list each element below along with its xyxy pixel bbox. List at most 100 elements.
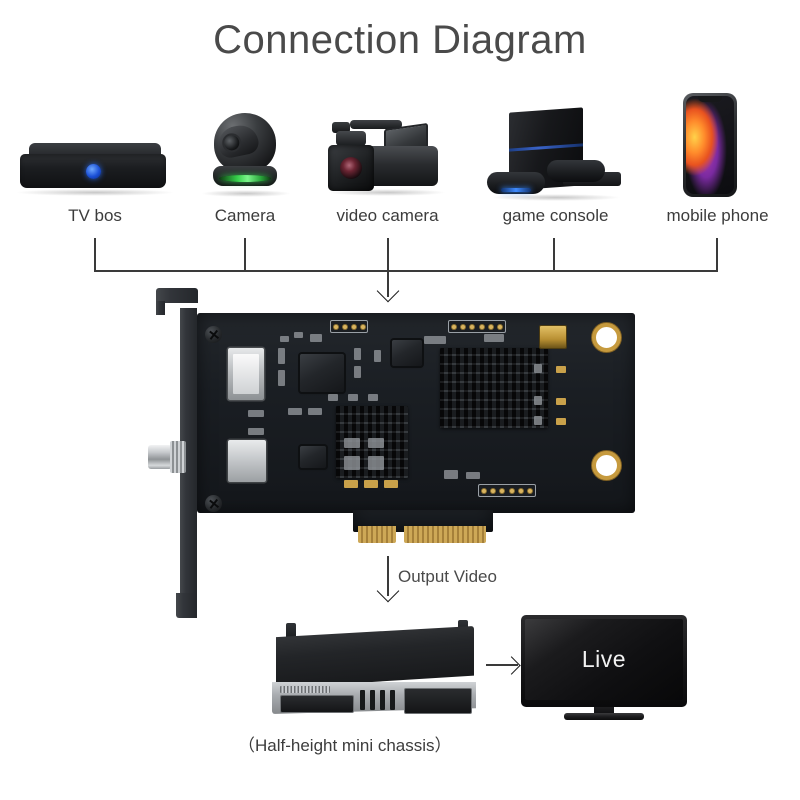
smd-component: [278, 370, 285, 386]
camera-shadow: [201, 190, 291, 197]
phone-notch-icon: [698, 96, 722, 102]
smd-gold-pad: [556, 398, 566, 405]
device-mobile-phone: [683, 93, 743, 201]
output-arrow-shaft: [387, 556, 389, 596]
smd-component: [294, 332, 303, 338]
pin-header-top-right: [448, 320, 506, 333]
console-shadow: [491, 194, 621, 201]
chassis-caption: （Half-height mini chassis）: [238, 736, 452, 755]
bnc-connector: [148, 445, 172, 469]
camera-lens-icon: [222, 133, 241, 152]
tv-box-shadow: [15, 189, 175, 196]
header-pin: [333, 324, 338, 329]
chassis-expansion-slot: [360, 690, 365, 710]
secondary-chip: [300, 446, 326, 468]
phone-frame: [683, 93, 737, 197]
header-pin: [351, 324, 356, 329]
device-label-tv-box: TV bos: [68, 206, 122, 225]
camera-dome: [214, 113, 276, 173]
page-title: Connection Diagram: [213, 18, 587, 62]
connector-line-camera: [244, 238, 246, 271]
television: Live: [521, 615, 691, 720]
connector-bus-line: [94, 270, 718, 272]
smd-component: [348, 394, 358, 401]
mounting-hole-top-right: [592, 323, 621, 352]
chassis-expansion-slot: [370, 690, 375, 710]
device-camcorder: [328, 113, 446, 201]
device-game-console: [487, 107, 627, 202]
smd-gold-pad: [344, 480, 358, 488]
hdmi-port-opening: [233, 354, 259, 394]
smd-component: [374, 350, 381, 362]
card-bracket: [180, 308, 197, 618]
header-pin: [470, 324, 475, 329]
tv-screen: Live: [525, 619, 683, 700]
heatsink-right: [440, 348, 548, 428]
camera-status-led-icon: [219, 175, 271, 182]
tertiary-chip: [392, 340, 422, 366]
header-pin: [509, 488, 514, 493]
pin-header-bottom: [478, 484, 536, 497]
smd-gold-pad: [384, 480, 398, 488]
connector-line-mobile-phone: [716, 238, 718, 271]
chassis-rack-ear-left: [286, 623, 296, 641]
smd-component: [444, 470, 458, 479]
pcie-edge-connector-long: [404, 526, 486, 543]
main-controller-chip: [300, 354, 344, 392]
connector-line-video-camera: [387, 238, 389, 271]
camcorder-shadow: [328, 189, 446, 196]
tv-stand-base: [564, 713, 644, 720]
connector-line-game-console: [553, 238, 555, 271]
header-pin: [500, 488, 505, 493]
output-video-label: Output Video: [398, 567, 497, 586]
header-pin: [342, 324, 347, 329]
header-pin: [481, 488, 486, 493]
tv-live-text: Live: [581, 646, 627, 672]
camcorder-viewfinder: [336, 131, 366, 146]
smd-component: [310, 334, 322, 342]
header-pin: [451, 324, 456, 329]
smd-component: [368, 456, 384, 470]
header-pin: [528, 488, 533, 493]
header-pin: [460, 324, 465, 329]
input-arrow-shaft: [387, 270, 389, 297]
device-dome-camera: [201, 113, 291, 200]
gold-edge-connector: [540, 326, 566, 348]
camcorder-mic: [332, 122, 350, 133]
camcorder-lens-hood: [328, 145, 374, 191]
device-label-camera: Camera: [214, 206, 276, 225]
smd-component: [278, 348, 285, 364]
header-pin: [518, 488, 523, 493]
smd-component: [354, 348, 361, 360]
smd-component: [484, 334, 504, 342]
connector-line-tv-box: [94, 238, 96, 271]
camcorder-handle: [350, 120, 402, 129]
chassis-to-tv-arrow-shaft: [486, 664, 518, 666]
smd-component: [248, 428, 264, 435]
device-label-game-console: game console: [502, 206, 609, 225]
chassis-vent-grille: [280, 686, 330, 693]
pcie-edge-connector-short: [358, 526, 396, 543]
camcorder-lens-icon: [340, 157, 362, 179]
power-led-icon: [86, 164, 101, 179]
console-controller-front: [487, 172, 545, 194]
smd-component: [328, 394, 338, 401]
smd-component: [248, 410, 264, 417]
header-pin: [490, 488, 495, 493]
mounting-hole-bottom-right: [592, 451, 621, 480]
header-pin: [360, 324, 365, 329]
chassis-right-panel: [404, 688, 472, 714]
chassis-expansion-slot: [390, 690, 395, 710]
smd-component: [368, 438, 384, 448]
bracket-screw-bottom: [205, 495, 222, 512]
camera-visor: [215, 122, 261, 160]
bnc-knurled-nut: [170, 441, 186, 473]
device-tv-box: [15, 140, 175, 200]
smd-gold-pad: [556, 366, 566, 373]
smd-component: [466, 472, 480, 479]
mini-chassis: [262, 620, 487, 720]
tv-stand-neck: [594, 707, 614, 715]
chassis-drive-bay: [280, 695, 354, 713]
tv-bezel: Live: [521, 615, 687, 707]
